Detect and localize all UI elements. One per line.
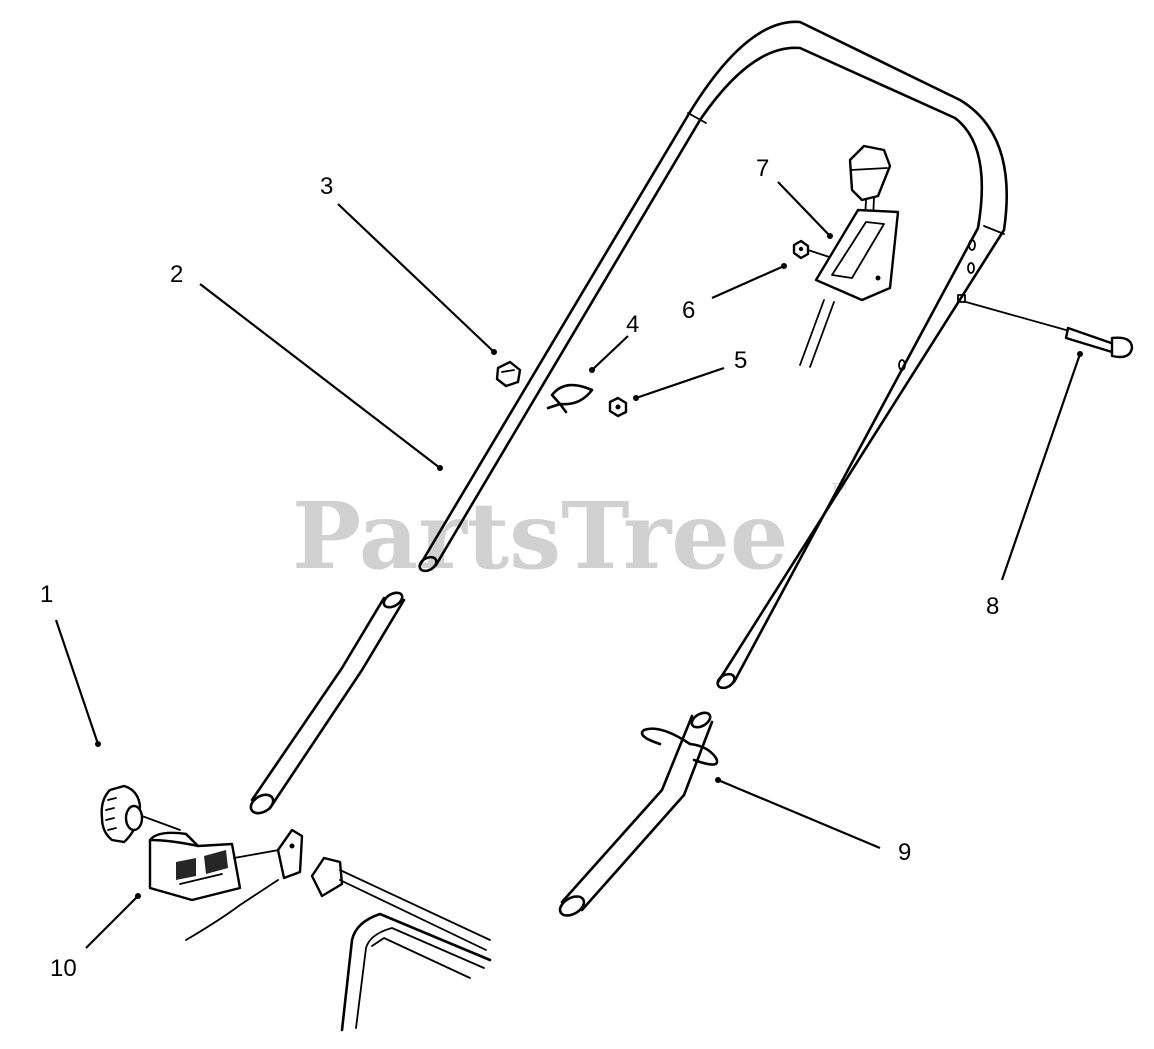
callout-4: 4 bbox=[626, 311, 639, 338]
callout-8: 8 bbox=[986, 593, 999, 620]
part-10-bracket bbox=[148, 828, 491, 951]
part-5-nut bbox=[608, 396, 628, 418]
callout-9: 9 bbox=[898, 839, 911, 866]
watermark: PartsTree TM bbox=[292, 482, 846, 590]
callout-labels: 1 2 3 4 5 6 7 8 9 10 bbox=[40, 155, 999, 982]
mower-deck-fragment bbox=[185, 879, 492, 1032]
part-1-knob bbox=[100, 784, 181, 844]
callout-7: 7 bbox=[756, 155, 769, 182]
callout-leaders bbox=[54, 181, 1083, 949]
part-8-bolt bbox=[965, 301, 1134, 359]
lower-handle-right bbox=[558, 711, 714, 917]
part-4-cable-guide bbox=[546, 383, 594, 414]
watermark-text: PartsTree bbox=[292, 482, 788, 590]
part-7-control-lever bbox=[799, 144, 900, 368]
part-9-clip bbox=[640, 727, 719, 766]
lower-handle-left bbox=[249, 591, 406, 815]
callout-1: 1 bbox=[40, 581, 53, 608]
callout-6: 6 bbox=[682, 297, 695, 324]
callout-10: 10 bbox=[50, 955, 77, 982]
upper-handle bbox=[418, 20, 1008, 690]
callout-3: 3 bbox=[320, 173, 333, 200]
callout-2: 2 bbox=[170, 261, 183, 288]
part-3-bolt bbox=[495, 360, 522, 388]
callout-5: 5 bbox=[734, 347, 747, 374]
